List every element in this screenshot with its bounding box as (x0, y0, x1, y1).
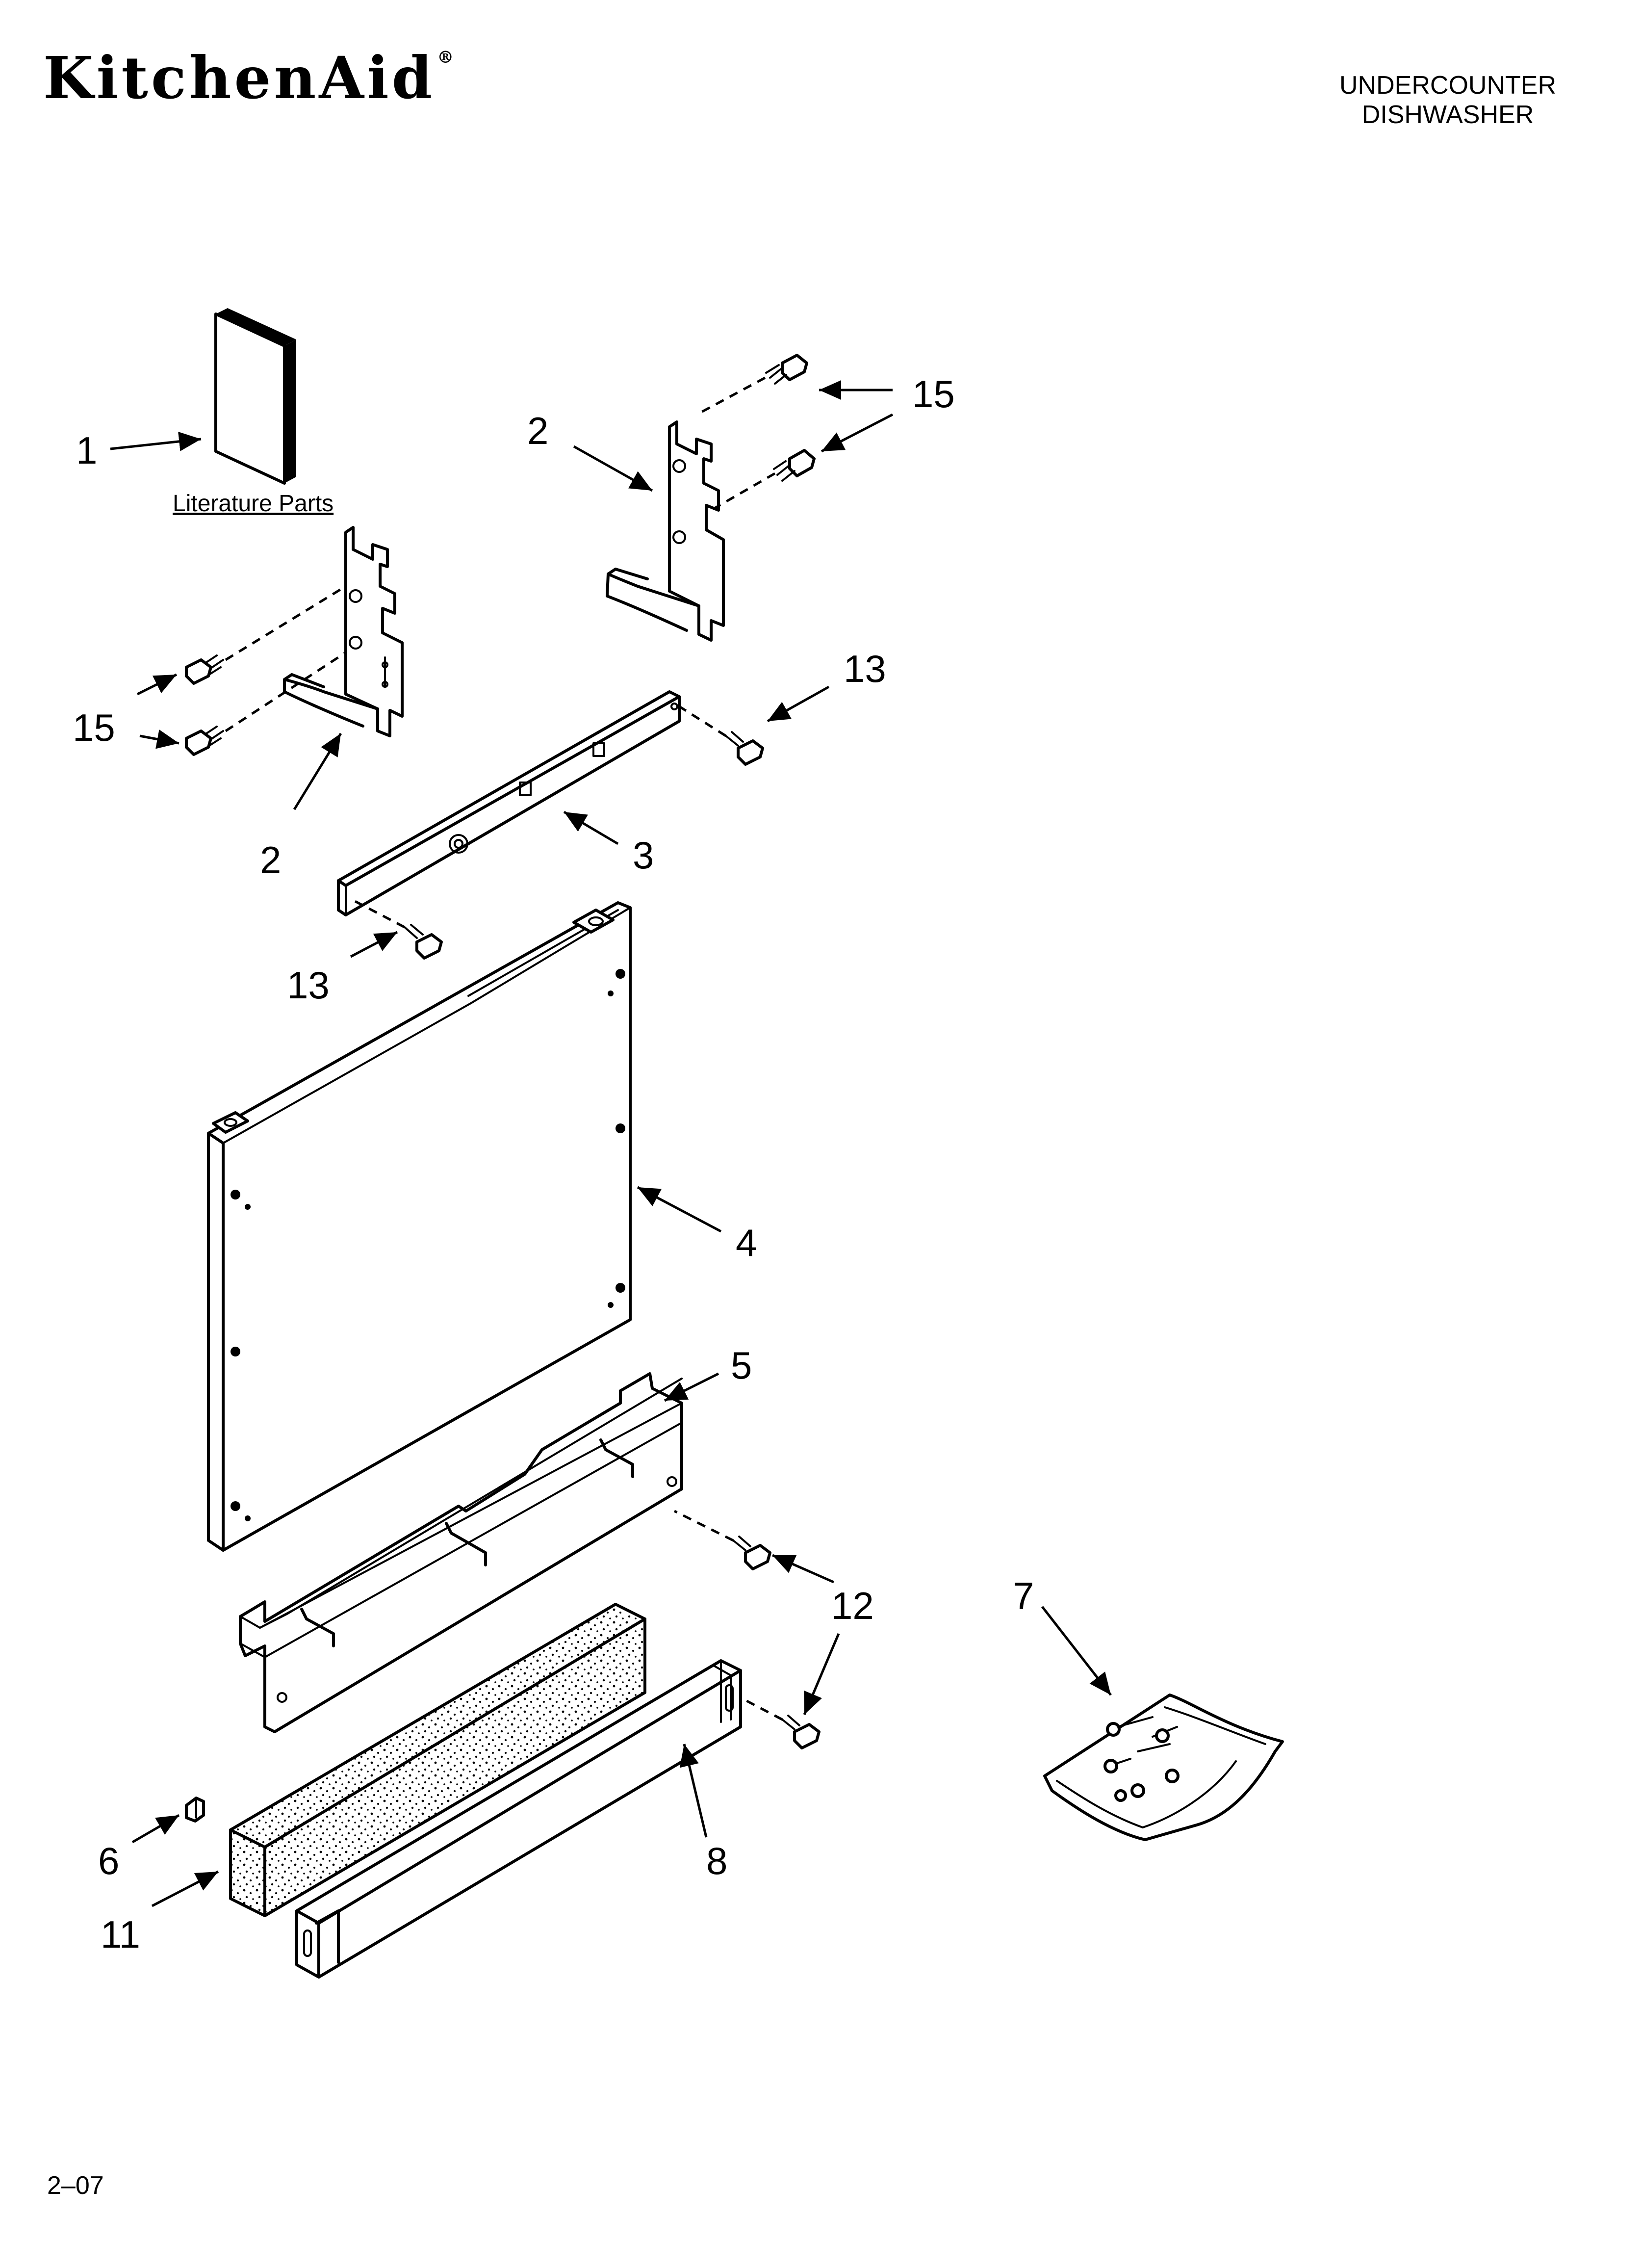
callout-arrows (110, 380, 1112, 1907)
callout-6: 6 (98, 1839, 119, 1882)
mounting-bracket-right (606, 420, 725, 642)
toe-foam-insulation (229, 1603, 646, 1917)
screw-15-upper-left (185, 654, 224, 685)
alignment-lines (225, 376, 783, 1721)
callout-labels: 1 2 15 15 2 13 3 13 4 5 12 7 8 6 11 (73, 372, 1034, 1956)
literature-caption: Literature Parts (173, 491, 334, 517)
door-panel (207, 901, 632, 1552)
mounting-bracket-left (283, 526, 404, 737)
screw-15-lower-right (773, 449, 816, 482)
door-top-rail (337, 690, 681, 916)
callout-13-left: 13 (287, 964, 330, 1007)
brand-logo: KitchenAid® (43, 49, 457, 107)
brand-name: KitchenAid (43, 44, 436, 112)
door-bottom-channel (239, 1372, 683, 1733)
screw-12-lower (781, 1715, 821, 1749)
registered-mark: ® (437, 48, 457, 67)
callout-7: 7 (1013, 1574, 1034, 1617)
callout-11: 11 (101, 1913, 140, 1956)
hardware-bag (1043, 1694, 1284, 1841)
callout-8: 8 (706, 1839, 727, 1882)
clip (185, 1797, 205, 1823)
callout-5: 5 (731, 1344, 752, 1387)
callout-15-right: 15 (912, 372, 955, 416)
screw-13-right (725, 731, 764, 766)
footer-code: 2–07 (47, 2171, 104, 2200)
screw-15-upper-right (765, 354, 808, 385)
screw-13-left (404, 924, 443, 960)
callout-1: 1 (76, 429, 97, 472)
screw-12-upper (732, 1536, 771, 1570)
callout-13-right: 13 (844, 647, 886, 690)
product-title-line1: UNDERCOUNTER (1339, 71, 1556, 100)
product-title-line2: DISHWASHER (1361, 101, 1534, 129)
toe-panel (295, 1659, 742, 1979)
callout-3: 3 (633, 834, 654, 877)
callout-2-left: 2 (260, 838, 281, 882)
literature-parts: Literature Parts (173, 308, 334, 517)
callout-4: 4 (736, 1221, 757, 1264)
callout-15-left: 15 (73, 706, 115, 749)
callout-2-right: 2 (527, 409, 548, 452)
callout-12: 12 (831, 1584, 874, 1627)
screw-15-lower-left (185, 726, 224, 756)
